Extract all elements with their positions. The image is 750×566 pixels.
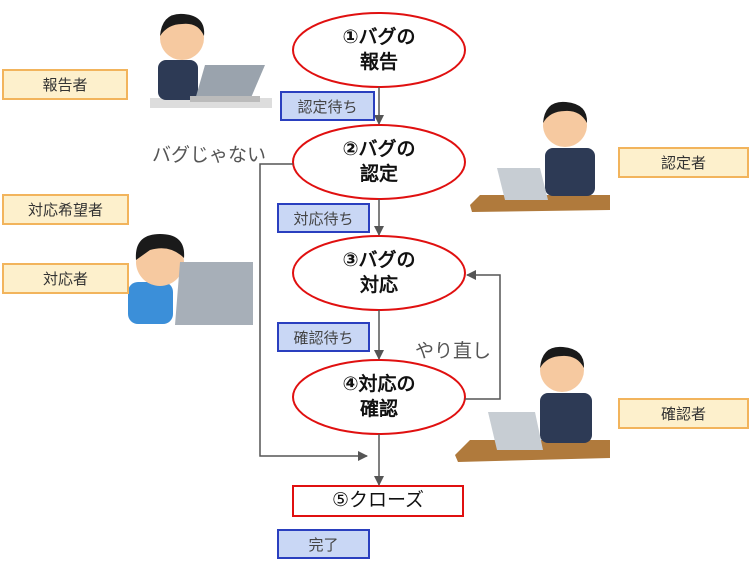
redo-arrow (465, 270, 501, 400)
status-done: 完了 (277, 529, 370, 559)
status-awaiting-approval: 認定待ち (280, 91, 375, 121)
step-5-box (292, 485, 464, 517)
step-1-label: ①バグの報告 (293, 25, 465, 75)
verifier-illustration (455, 346, 610, 462)
step-5-label: ⑤クローズ (292, 488, 464, 513)
role-assignee: 対応者 (2, 263, 129, 294)
reject-note: バグじゃない (152, 144, 267, 166)
step-4-line2: 確認 (359, 398, 398, 420)
step-3-label: ③バグの対応 (293, 248, 465, 298)
assignee-illustration (128, 234, 253, 325)
step-3-line2: 対応 (359, 274, 398, 296)
role-reporter: 報告者 (2, 69, 128, 100)
step-4-label: ④対応の確認 (293, 372, 465, 422)
step-3-line1: ③バグの (342, 249, 416, 271)
step-4-line1: ④対応の (342, 373, 416, 395)
role-approver: 認定者 (618, 147, 749, 178)
step-2-label: ②バグの認定 (293, 137, 465, 187)
step-5-line1: ⑤クローズ (331, 489, 425, 511)
step-2-line2: 認定 (359, 163, 398, 185)
role-verifier: 確認者 (618, 398, 749, 429)
step-2-line1: ②バグの (342, 138, 416, 160)
redo-note: やり直し (415, 340, 492, 362)
reporter-illustration (150, 13, 272, 108)
step-1-line2: 報告 (359, 51, 398, 73)
approver-illustration (470, 101, 610, 212)
reject-arrow (259, 163, 368, 461)
step-1-line1: ①バグの (342, 26, 416, 48)
status-awaiting-fix: 対応待ち (277, 203, 370, 233)
status-awaiting-verification: 確認待ち (277, 322, 370, 352)
role-requester: 対応希望者 (2, 194, 129, 225)
